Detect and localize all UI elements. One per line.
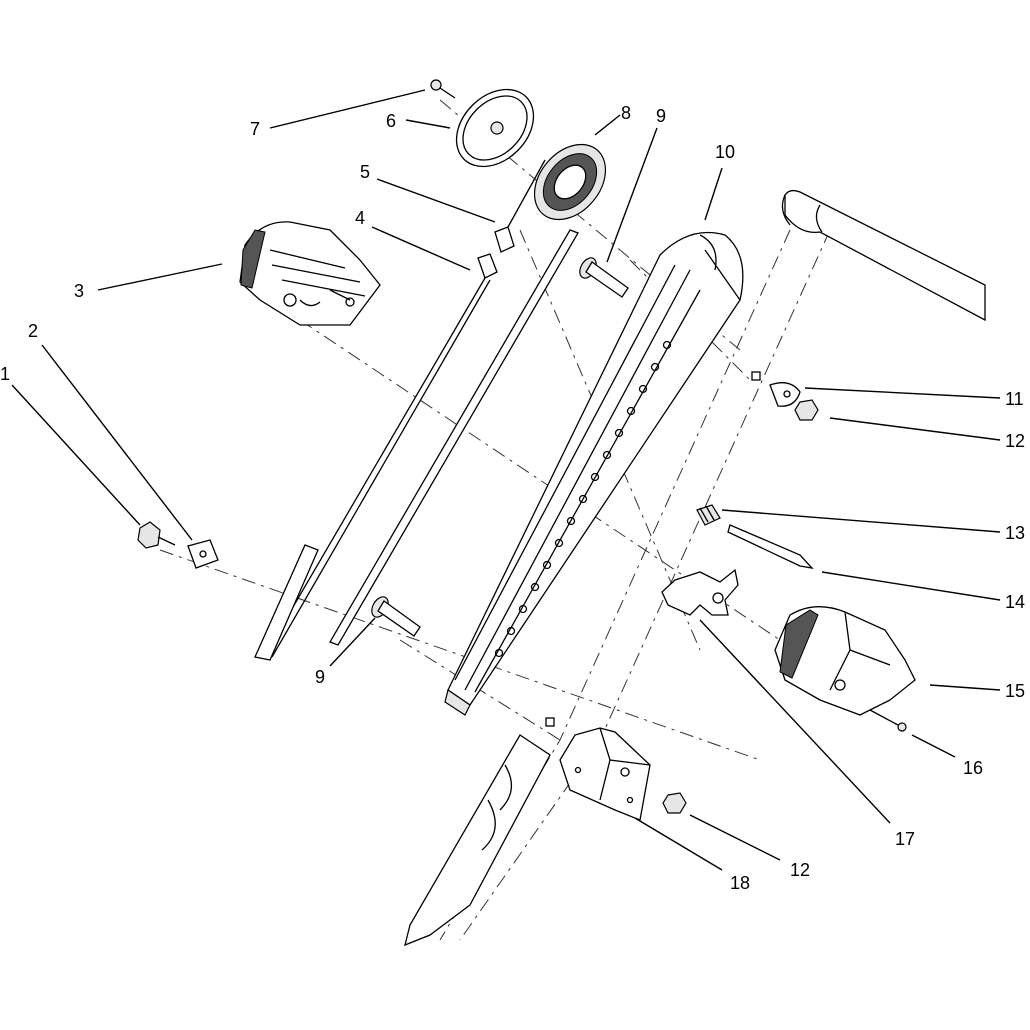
callout-6: 6 (386, 111, 396, 131)
bolt-1 (137, 521, 176, 549)
pin-14 (727, 524, 814, 569)
callout-3: 3 (74, 281, 84, 301)
callout-12-lower: 12 (790, 860, 810, 880)
callout-1: 1 (0, 364, 10, 384)
pulley-cover-6 (455, 88, 535, 168)
callout-16: 16 (963, 758, 983, 778)
leader-lines (11, 89, 1001, 871)
callout-4: 4 (355, 208, 365, 228)
shoulder-bolt-9-lower (371, 596, 421, 637)
trigger-17 (661, 568, 739, 616)
nut-12-upper (794, 399, 819, 421)
callout-11: 11 (1005, 389, 1024, 409)
rack-10 (444, 231, 744, 716)
callout-9-lower: 9 (315, 667, 325, 687)
callout-5: 5 (360, 162, 370, 182)
callout-labels: 1 2 3 4 5 6 7 8 9 9 10 11 12 12 13 14 15… (0, 103, 1025, 893)
callout-13: 13 (1005, 523, 1025, 543)
callout-9-upper: 9 (656, 106, 666, 126)
callout-2: 2 (28, 321, 38, 341)
cable-4-5 (254, 159, 546, 661)
bracket-18 (545, 371, 761, 821)
adjuster-housing-3 (239, 221, 381, 326)
rack-teeth (494, 340, 672, 658)
spring-13 (696, 504, 721, 526)
callout-15: 15 (1005, 681, 1025, 701)
screw-7 (430, 79, 456, 99)
clip-2 (187, 539, 219, 569)
rod (329, 229, 579, 646)
shoulder-bolt-9-upper (579, 257, 629, 298)
callout-17: 17 (895, 829, 915, 849)
callout-10: 10 (715, 142, 735, 162)
pulley-8 (533, 143, 607, 221)
callout-8: 8 (621, 103, 631, 123)
callout-12-upper: 12 (1005, 431, 1025, 451)
nut-12-lower (662, 792, 687, 814)
washer-11 (769, 382, 801, 407)
callout-14: 14 (1005, 592, 1025, 612)
callout-7: 7 (250, 119, 260, 139)
handle-tube (404, 189, 986, 947)
screw-16 (869, 709, 907, 732)
adjuster-15 (774, 606, 916, 716)
callout-18: 18 (730, 873, 750, 893)
